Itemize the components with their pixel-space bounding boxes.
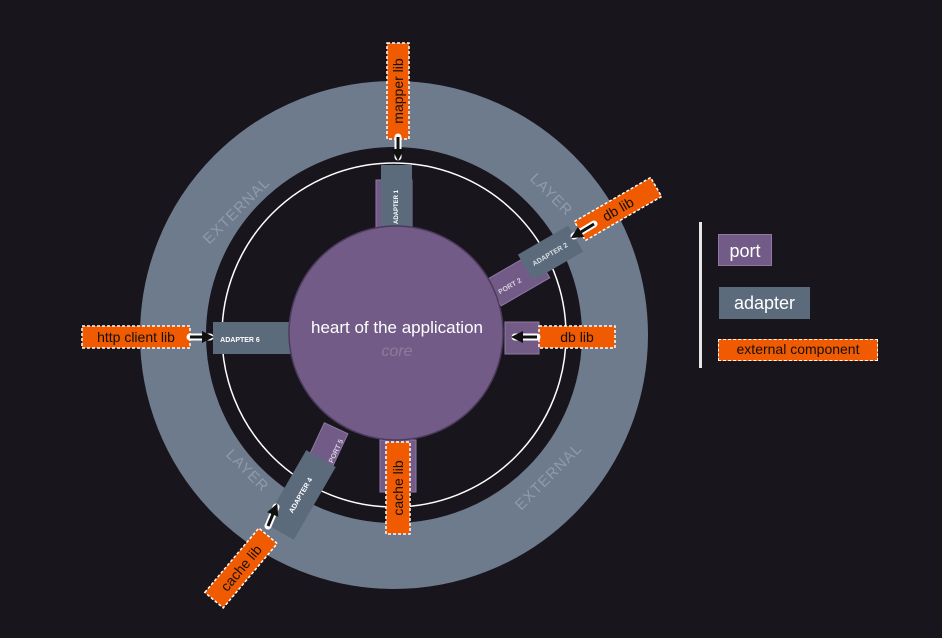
external-cache-lib-bottom: [385, 441, 411, 535]
legend-external-component: external component: [718, 339, 878, 361]
external-mapper-lib: [386, 42, 410, 140]
legend-port: port: [718, 234, 772, 266]
arrow-db-lib-upper-shaft: [570, 222, 595, 239]
adapter-6: [213, 322, 269, 354]
core-subtitle: core: [381, 343, 412, 360]
core-circle: [288, 225, 504, 441]
legend-adapter: adapter: [719, 287, 810, 319]
adapter-4: [264, 450, 336, 540]
adapter-1-label: ADAPTER 1: [394, 189, 400, 224]
external-http-client-lib: [81, 325, 191, 349]
adapter-2: [517, 225, 584, 281]
external-mapper-lib-label: mapper lib: [390, 58, 406, 124]
core-title: heart of the application: [311, 318, 483, 337]
legend-divider: [699, 222, 702, 368]
adapter-6-label: ADAPTER 6: [220, 337, 260, 344]
external-cache-lib-bottom-label: cache lib: [390, 460, 406, 515]
external-cache-lib-lower: [203, 527, 279, 609]
external-http-client-lib-label: http client lib: [97, 329, 175, 345]
external-db-lib-right-label: db lib: [560, 329, 594, 345]
adapter-1: [381, 165, 412, 230]
arrow-cache-lib-lower-shaft: [266, 503, 279, 527]
